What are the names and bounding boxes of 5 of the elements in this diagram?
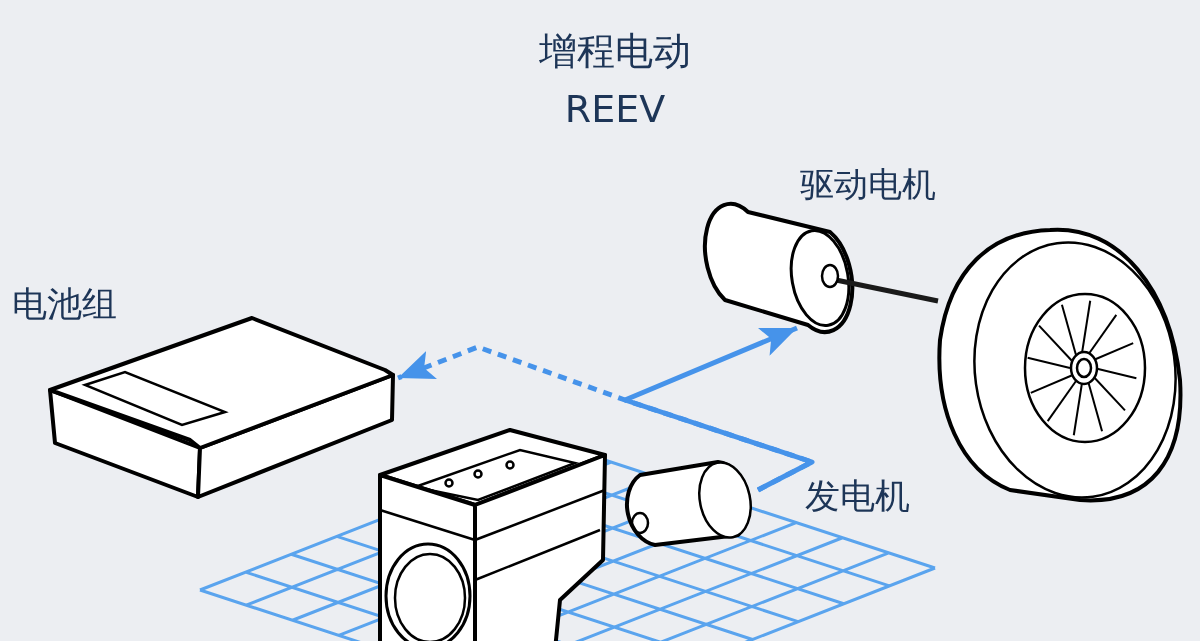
component-label: 电池组 — [12, 283, 117, 326]
component-label: 驱动电机 — [800, 163, 936, 206]
diagram-title: 增程电动 REEV — [538, 28, 692, 133]
arrow — [622, 325, 815, 493]
component-label: 发电机 — [805, 475, 910, 518]
